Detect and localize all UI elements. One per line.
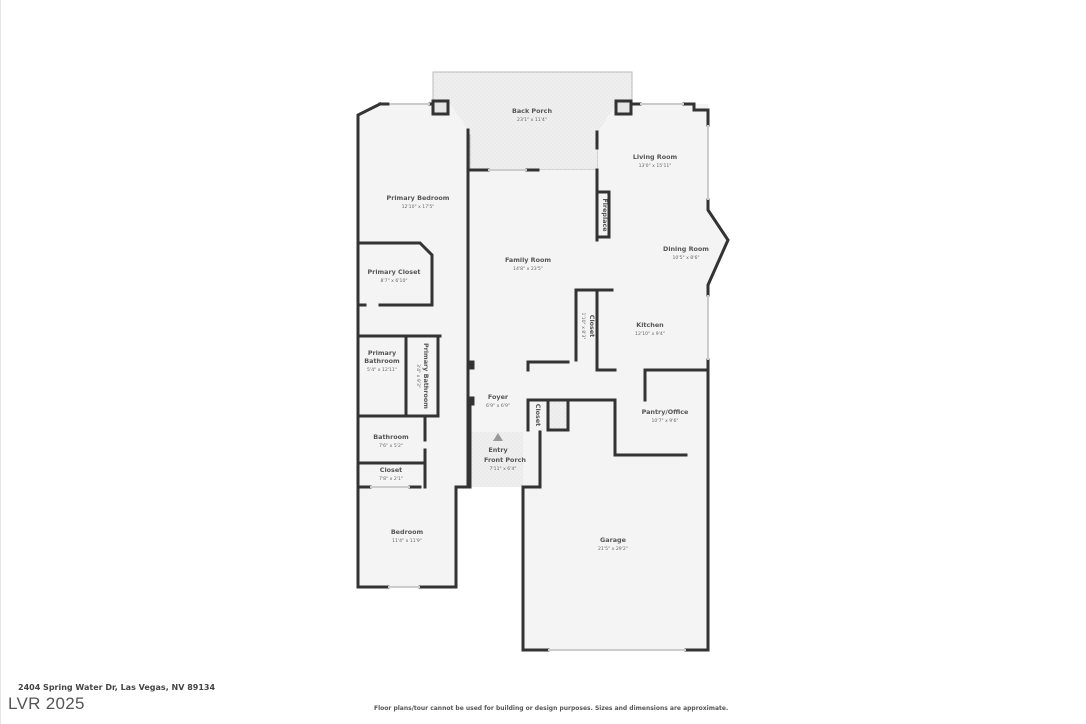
svg-text:10'5" x 8'6": 10'5" x 8'6" bbox=[672, 255, 699, 261]
svg-text:23'1" x 11'4": 23'1" x 11'4" bbox=[517, 117, 547, 123]
bathroom-label: Bathroom bbox=[373, 433, 409, 441]
svg-text:12'10" x 17'5": 12'10" x 17'5" bbox=[402, 204, 435, 210]
hall-closet-label: Closet bbox=[380, 466, 402, 474]
svg-text:5'4" x 12'11": 5'4" x 12'11" bbox=[367, 367, 397, 373]
dining-room-label: Dining Room bbox=[663, 245, 709, 253]
bedroom-label: Bedroom bbox=[391, 528, 424, 536]
property-address: 2404 Spring Water Dr, Las Vegas, NV 8913… bbox=[18, 683, 216, 692]
fireplace-label: Fireplace bbox=[601, 198, 609, 232]
svg-text:14'8" x 23'5": 14'8" x 23'5" bbox=[513, 266, 543, 272]
svg-text:6'9" x 6'9": 6'9" x 6'9" bbox=[486, 403, 510, 409]
walls bbox=[356, 99, 730, 652]
pantry-office-label: Pantry/Office bbox=[642, 408, 689, 416]
front-porch-label: Front Porch bbox=[484, 456, 526, 464]
kitchen-closet-label: Closet bbox=[588, 315, 596, 337]
room-labels: Back Porch 23'1" x 11'4" Living Room 13'… bbox=[364, 107, 709, 552]
primary-closet-label: Primary Closet bbox=[367, 268, 420, 276]
windows bbox=[370, 103, 709, 651]
entry-arrow-icon bbox=[493, 433, 503, 441]
living-room-label: Living Room bbox=[633, 153, 678, 161]
kitchen-label: Kitchen bbox=[636, 321, 664, 329]
back-porch-label: Back Porch bbox=[512, 107, 552, 115]
svg-text:11'4" x 11'9": 11'4" x 11'9" bbox=[392, 538, 422, 544]
primary-bathroom-label: Primary bbox=[368, 349, 397, 357]
svg-text:3'4" x 9'3": 3'4" x 9'3" bbox=[415, 364, 421, 388]
family-room-label: Family Room bbox=[505, 256, 551, 264]
garage-label: Garage bbox=[600, 536, 627, 544]
svg-text:10'7" x 9'6": 10'7" x 9'6" bbox=[651, 418, 678, 424]
watermark: LVR 2025 bbox=[8, 694, 85, 713]
svg-text:Bathroom: Bathroom bbox=[364, 357, 400, 365]
svg-text:7'6" x 5'2": 7'6" x 5'2" bbox=[379, 443, 403, 449]
foyer-closet-label: Closet bbox=[534, 404, 542, 426]
svg-text:7'8" x 2'1": 7'8" x 2'1" bbox=[379, 476, 403, 482]
svg-text:8'7" x 6'10": 8'7" x 6'10" bbox=[380, 278, 407, 284]
disclaimer-text: Floor plans/tour cannot be used for buil… bbox=[374, 705, 729, 712]
floors bbox=[358, 104, 728, 650]
svg-text:7'11" x 6'4": 7'11" x 6'4" bbox=[489, 466, 516, 472]
svg-text:12'10" x 9'4": 12'10" x 9'4" bbox=[635, 331, 665, 337]
primary-bathroom-2-label: Primary Bathroom bbox=[422, 343, 430, 409]
foyer-label: Foyer bbox=[488, 393, 509, 401]
svg-text:13'0" x 15'11": 13'0" x 15'11" bbox=[639, 163, 672, 169]
primary-bedroom-label: Primary Bedroom bbox=[387, 194, 450, 202]
svg-text:1'10" x 8'3": 1'10" x 8'3" bbox=[580, 312, 586, 339]
svg-text:21'5" x 29'2": 21'5" x 29'2" bbox=[598, 546, 628, 552]
entry-label: Entry bbox=[488, 446, 508, 454]
